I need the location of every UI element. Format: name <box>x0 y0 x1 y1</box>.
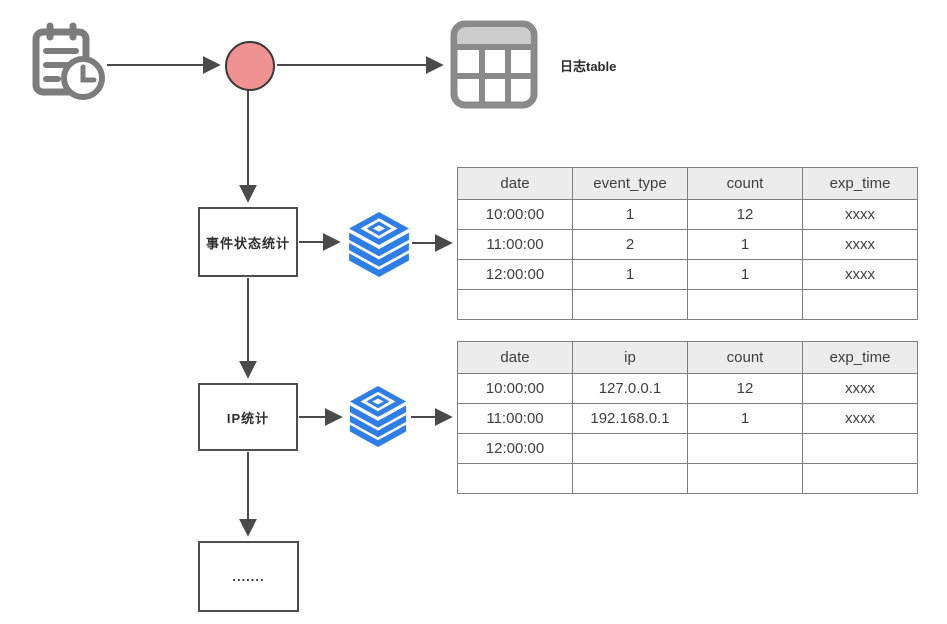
table-cell: xxxx <box>802 199 918 230</box>
table-cell: 10:00:00 <box>457 199 573 230</box>
ip-stats-table: date ip count exp_time 10:00:00 127.0.0.… <box>457 341 918 494</box>
column-header: count <box>687 167 803 200</box>
table-cell <box>572 289 688 320</box>
table-cell <box>457 289 573 320</box>
table-cell <box>572 433 688 464</box>
table-cell: 127.0.0.1 <box>572 373 688 404</box>
table-header-row: date event_type count exp_time <box>457 167 918 200</box>
table-cell: xxxx <box>802 229 918 260</box>
table-cell: 1 <box>687 259 803 290</box>
table-row: 11:00:00 192.168.0.1 1 xxxx <box>457 403 918 434</box>
table-cell: 12 <box>687 199 803 230</box>
table-cell <box>457 463 573 494</box>
table-row: 10:00:00 127.0.0.1 12 xxxx <box>457 373 918 404</box>
column-header: event_type <box>572 167 688 200</box>
table-row <box>457 289 918 320</box>
table-row: 10:00:00 1 12 xxxx <box>457 199 918 230</box>
column-header: date <box>457 341 573 374</box>
table-cell <box>802 433 918 464</box>
table-cell: 12:00:00 <box>457 433 573 464</box>
column-header: count <box>687 341 803 374</box>
table-cell: 2 <box>572 229 688 260</box>
table-cell: xxxx <box>802 403 918 434</box>
more-steps-box-label: ....... <box>232 569 265 584</box>
table-cell: 12 <box>687 373 803 404</box>
table-cell <box>802 289 918 320</box>
table-cell: 11:00:00 <box>457 229 573 260</box>
ip-stats-box: IP统计 <box>198 383 298 451</box>
table-row: 12:00:00 <box>457 433 918 464</box>
table-cell: 12:00:00 <box>457 259 573 290</box>
stacked-layers-icon <box>346 386 410 448</box>
more-steps-box: ....... <box>198 541 299 612</box>
table-row: 12:00:00 1 1 xxxx <box>457 259 918 290</box>
table-cell: 1 <box>687 403 803 434</box>
table-cell: 1 <box>572 259 688 290</box>
column-header: ip <box>572 341 688 374</box>
column-header: date <box>457 167 573 200</box>
event-stats-box: 事件状态统计 <box>198 207 298 277</box>
table-row: 11:00:00 2 1 xxxx <box>457 229 918 260</box>
event-stats-table: date event_type count exp_time 10:00:00 … <box>457 167 918 320</box>
table-cell <box>802 463 918 494</box>
event-stats-box-label: 事件状态统计 <box>205 235 290 251</box>
log-table-label: 日志table <box>560 59 617 74</box>
ip-stats-box-label: IP统计 <box>226 410 270 426</box>
column-header: exp_time <box>802 341 918 374</box>
table-cell <box>687 289 803 320</box>
junction-node <box>225 41 275 91</box>
table-cell: xxxx <box>802 259 918 290</box>
table-cell: 10:00:00 <box>457 373 573 404</box>
table-cell: 1 <box>687 229 803 260</box>
table-row <box>457 463 918 494</box>
table-cell: 1 <box>572 199 688 230</box>
clipboard-clock-icon <box>26 22 108 104</box>
table-cell: xxxx <box>802 373 918 404</box>
table-cell: 11:00:00 <box>457 403 573 434</box>
table-header-row: date ip count exp_time <box>457 341 918 374</box>
table-cell <box>687 433 803 464</box>
stacked-layers-icon <box>346 212 412 278</box>
table-cell <box>687 463 803 494</box>
column-header: exp_time <box>802 167 918 200</box>
table-grid-icon <box>449 19 539 110</box>
table-cell: 192.168.0.1 <box>572 403 688 434</box>
table-cell <box>572 463 688 494</box>
